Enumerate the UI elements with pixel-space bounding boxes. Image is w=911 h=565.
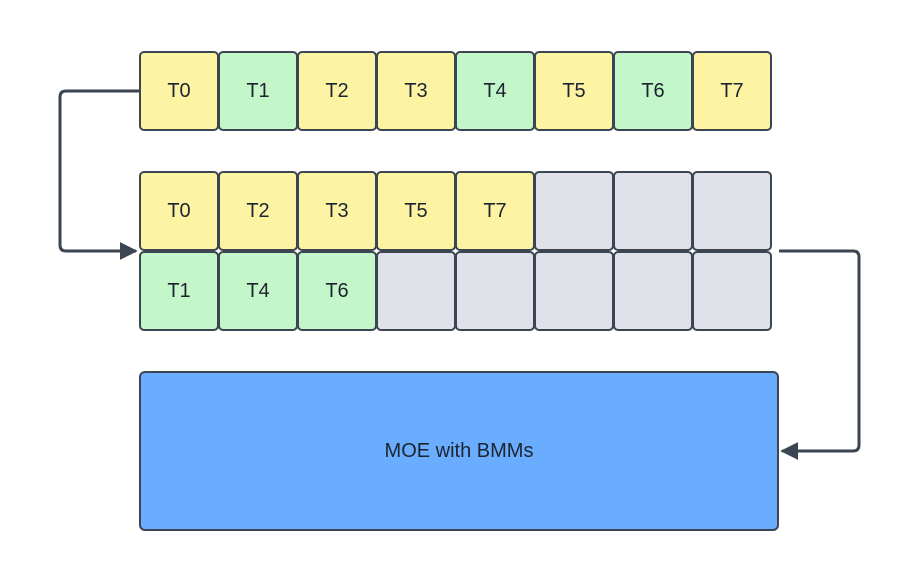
empty-slot-cell [376, 251, 456, 331]
grouped-token-cell: T7 [455, 171, 535, 251]
grouped-yellow-row: T0 T2 T3 T5 T7 [139, 171, 772, 251]
grouped-token-cell: T2 [218, 171, 298, 251]
empty-slot-cell [613, 251, 693, 331]
grouped-token-cell: T0 [139, 171, 219, 251]
empty-slot-cell [455, 251, 535, 331]
empty-slot-cell [692, 251, 772, 331]
grouped-token-cell: T5 [376, 171, 456, 251]
grouped-token-cell: T4 [218, 251, 298, 331]
dispatch-arrow [779, 249, 861, 460]
moe-box-label: MOE with BMMs [384, 439, 534, 462]
input-token-cell: T3 [376, 51, 456, 131]
grouped-token-cell: T1 [139, 251, 219, 331]
input-token-cell: T1 [218, 51, 298, 131]
input-token-row: T0 T1 T2 T3 T4 T5 T6 T7 [139, 51, 772, 131]
input-token-cell: T2 [297, 51, 377, 131]
input-token-cell: T5 [534, 51, 614, 131]
input-token-cell: T4 [455, 51, 535, 131]
empty-slot-cell [534, 171, 614, 251]
grouped-green-row: T1 T4 T6 [139, 251, 772, 331]
grouped-token-cell: T6 [297, 251, 377, 331]
empty-slot-cell [534, 251, 614, 331]
input-token-cell: T0 [139, 51, 219, 131]
input-token-cell: T6 [613, 51, 693, 131]
empty-slot-cell [613, 171, 693, 251]
input-token-cell: T7 [692, 51, 772, 131]
empty-slot-cell [692, 171, 772, 251]
moe-bmm-box: MOE with BMMs [139, 371, 779, 531]
grouped-token-cell: T3 [297, 171, 377, 251]
regroup-arrow [58, 89, 139, 260]
